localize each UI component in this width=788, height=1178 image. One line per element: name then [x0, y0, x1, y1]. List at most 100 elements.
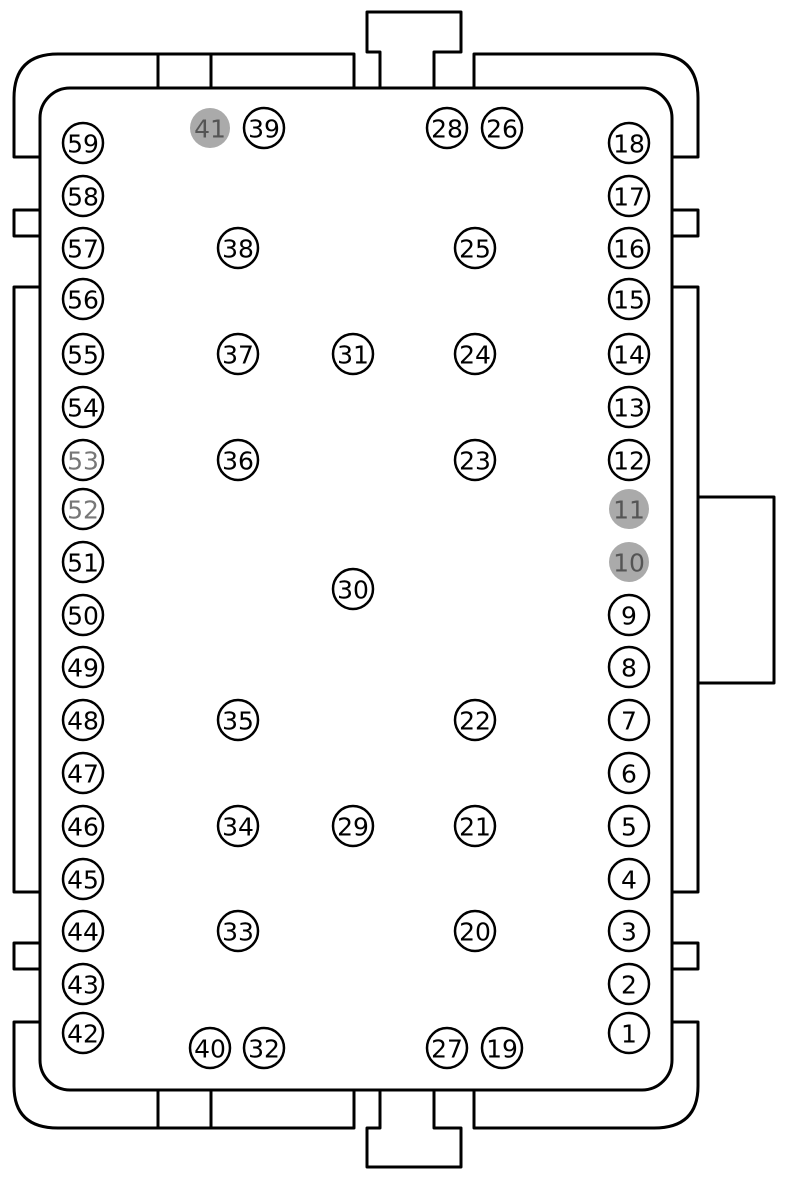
pin-circle — [61, 385, 105, 429]
pin-label: 19 — [486, 1035, 518, 1064]
pins: 1234567891011121314151617181920212223242… — [61, 106, 651, 1070]
pin-circle — [61, 909, 105, 953]
pin-circle — [607, 121, 651, 165]
pin-circle — [61, 593, 105, 637]
pin-label: 7 — [621, 707, 637, 736]
pin-circle — [607, 962, 651, 1006]
pin-circle — [453, 804, 497, 848]
pin-circle — [216, 909, 260, 953]
pin-circle — [61, 487, 105, 531]
pin-30: 30 — [331, 567, 375, 611]
pin-52: 52 — [61, 487, 105, 531]
pin-label: 14 — [613, 341, 645, 370]
pin-label: 8 — [621, 654, 637, 683]
pin-circle — [61, 174, 105, 218]
pin-7: 7 — [607, 698, 651, 742]
pin-44: 44 — [61, 909, 105, 953]
pin-circle — [331, 332, 375, 376]
pin-18: 18 — [607, 121, 651, 165]
pin-circle — [607, 751, 651, 795]
pin-label: 33 — [222, 918, 254, 947]
left-tab-bottom — [12, 941, 40, 971]
pin-2: 2 — [607, 962, 651, 1006]
pin-53: 53 — [61, 438, 105, 482]
pin-label: 2 — [621, 971, 637, 1000]
pin-label: 27 — [431, 1035, 463, 1064]
pin-40: 40 — [188, 1026, 232, 1070]
pin-circle — [216, 226, 260, 270]
pin-22: 22 — [453, 698, 497, 742]
pin-circle — [425, 106, 469, 150]
pin-label: 32 — [248, 1035, 280, 1064]
pin-circle — [609, 489, 649, 529]
pin-circle — [61, 332, 105, 376]
pin-label: 6 — [621, 760, 637, 789]
pin-12: 12 — [607, 438, 651, 482]
pin-circle — [216, 698, 260, 742]
connector-outline — [12, 10, 776, 1169]
pin-55: 55 — [61, 332, 105, 376]
pin-56: 56 — [61, 277, 105, 321]
right-rail — [672, 285, 700, 894]
pin-58: 58 — [61, 174, 105, 218]
outer-shell-bottom-left — [12, 1020, 356, 1130]
pin-circle — [480, 1026, 524, 1070]
pin-circle — [607, 698, 651, 742]
pin-label: 3 — [621, 918, 637, 947]
right-tab-top — [672, 208, 700, 238]
pin-circle — [453, 332, 497, 376]
pin-32: 32 — [242, 1026, 286, 1070]
pin-circle — [607, 804, 651, 848]
pin-circle — [607, 593, 651, 637]
pin-label: 46 — [67, 813, 99, 842]
pin-circle — [609, 542, 649, 582]
pin-label: 49 — [67, 654, 99, 683]
left-rail — [12, 285, 40, 894]
pin-20: 20 — [453, 909, 497, 953]
pin-28: 28 — [425, 106, 469, 150]
pin-label: 53 — [67, 447, 99, 476]
inner-housing — [38, 86, 674, 1092]
pin-circle — [607, 1011, 651, 1055]
pin-circle — [216, 332, 260, 376]
pin-34: 34 — [216, 804, 260, 848]
pin-circle — [61, 698, 105, 742]
pin-circle — [607, 332, 651, 376]
outer-shell-bottom-right — [472, 1020, 700, 1130]
pin-label: 47 — [67, 760, 99, 789]
pin-circle — [242, 106, 286, 150]
pin-circle — [453, 438, 497, 482]
pin-37: 37 — [216, 332, 260, 376]
pin-label: 18 — [613, 130, 645, 159]
outer-shell-top-right — [472, 52, 700, 159]
pin-label: 34 — [222, 813, 254, 842]
pin-29: 29 — [331, 804, 375, 848]
pin-label: 20 — [459, 918, 491, 947]
right-tab-bottom — [672, 941, 700, 971]
pin-label: 15 — [613, 286, 645, 315]
pin-circle — [61, 540, 105, 584]
pin-23: 23 — [453, 438, 497, 482]
pin-17: 17 — [607, 174, 651, 218]
pin-label: 13 — [613, 394, 645, 423]
bottom-latch — [365, 1090, 463, 1169]
pin-label: 36 — [222, 447, 254, 476]
pin-16: 16 — [607, 226, 651, 270]
pin-label: 41 — [194, 115, 226, 144]
pin-59: 59 — [61, 121, 105, 165]
pin-circle — [190, 108, 230, 148]
pin-label: 16 — [613, 235, 645, 264]
pin-33: 33 — [216, 909, 260, 953]
pin-circle — [607, 909, 651, 953]
pin-19: 19 — [480, 1026, 524, 1070]
pin-label: 23 — [459, 447, 491, 476]
pin-circle — [216, 804, 260, 848]
pin-54: 54 — [61, 385, 105, 429]
pin-circle — [607, 857, 651, 901]
pin-label: 43 — [67, 971, 99, 1000]
pin-label: 42 — [67, 1020, 99, 1049]
pin-label: 45 — [67, 866, 99, 895]
pin-49: 49 — [61, 645, 105, 689]
pin-label: 11 — [613, 496, 645, 525]
pin-35: 35 — [216, 698, 260, 742]
